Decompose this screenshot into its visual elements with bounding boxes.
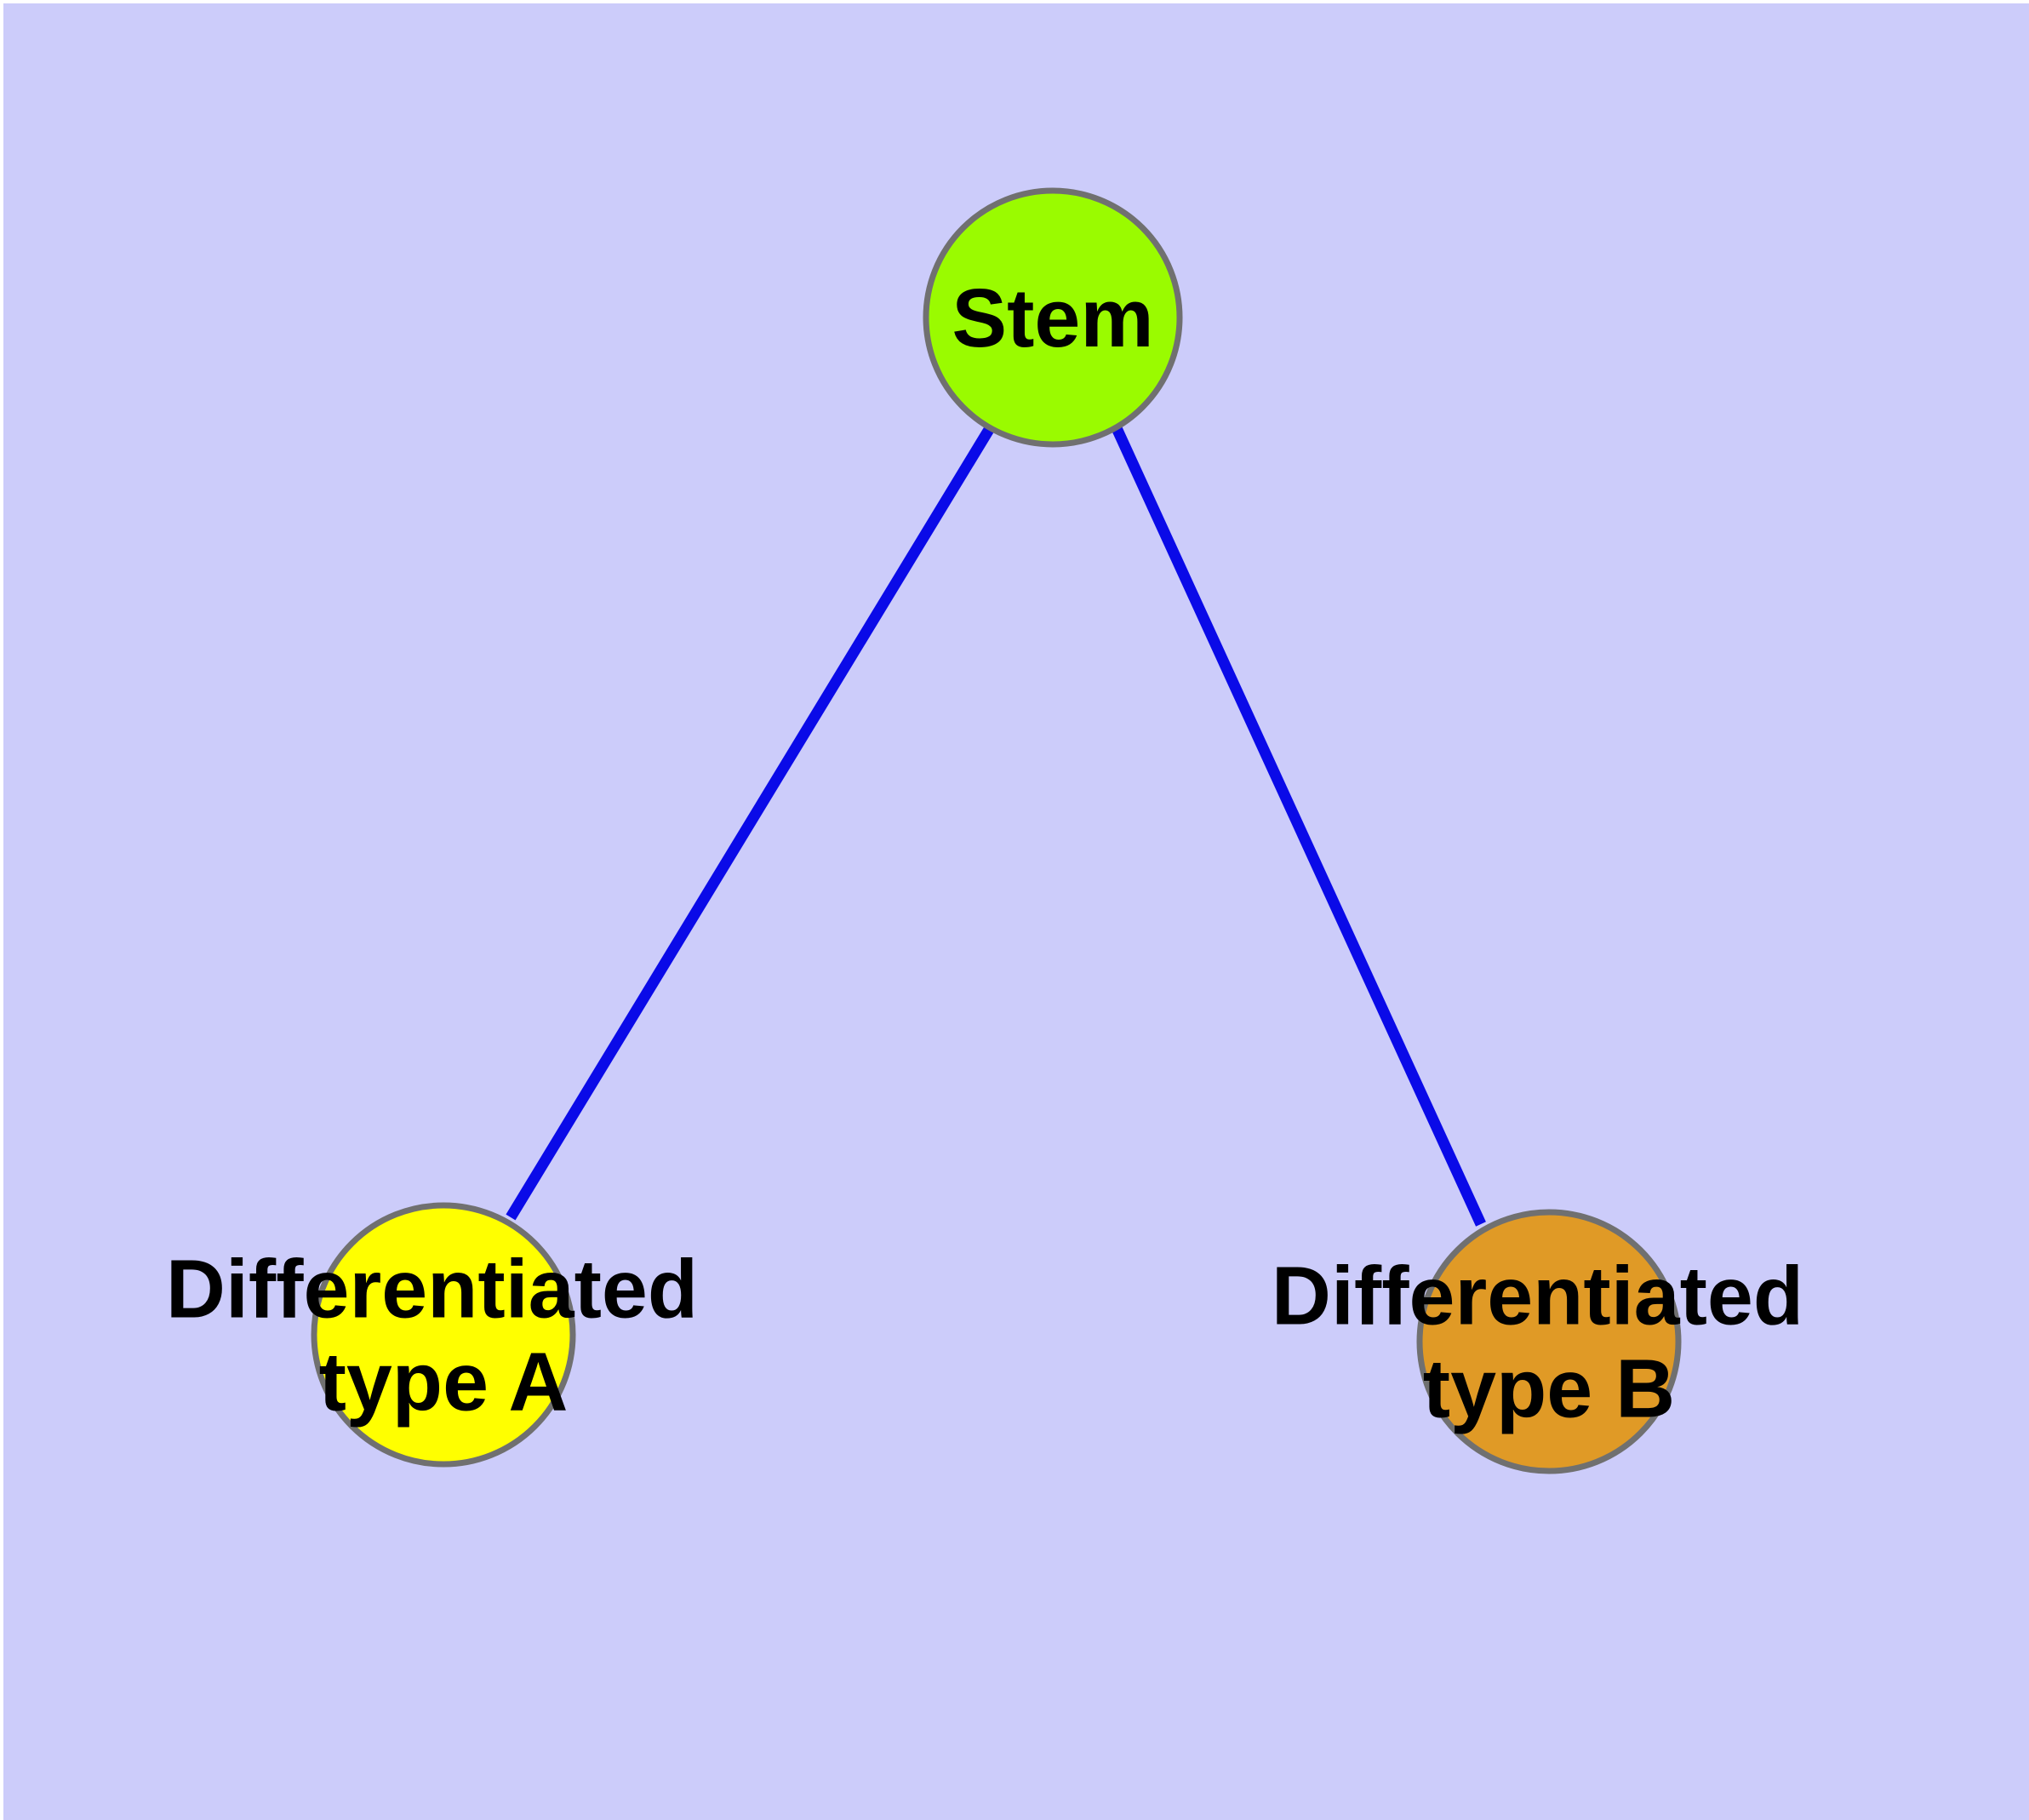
node-label-line-1: Differentiated <box>166 1243 698 1336</box>
node-circle-stem[interactable] <box>923 187 1183 448</box>
node-label-line-1: Stem <box>952 272 1153 364</box>
node-label-line-2: type B <box>1423 1342 1675 1434</box>
label-layer: Differentiated type A Differentiated typ… <box>166 272 1826 1435</box>
node-differentiated-type-a[interactable] <box>311 1202 576 1468</box>
edge-stem-to-differentiated-type-a <box>506 425 995 1221</box>
node-label-differentiated-type-b: Differentiated type B <box>1272 1250 1826 1435</box>
node-label-stem: Stem <box>952 272 1153 364</box>
node-label-line-2: type A <box>319 1335 569 1428</box>
edge-layer <box>506 425 1486 1227</box>
node-differentiated-type-b[interactable] <box>1416 1209 1682 1474</box>
node-circle-differentiated-type-a[interactable] <box>311 1202 576 1468</box>
node-label-line-1: Differentiated <box>1272 1250 1803 1342</box>
edge-stem-to-differentiated-type-b <box>1112 426 1486 1227</box>
node-layer <box>311 187 1682 1474</box>
node-stem[interactable] <box>923 187 1183 448</box>
node-label-differentiated-type-a: Differentiated type A <box>166 1243 721 1428</box>
node-circle-differentiated-type-b[interactable] <box>1416 1209 1682 1474</box>
